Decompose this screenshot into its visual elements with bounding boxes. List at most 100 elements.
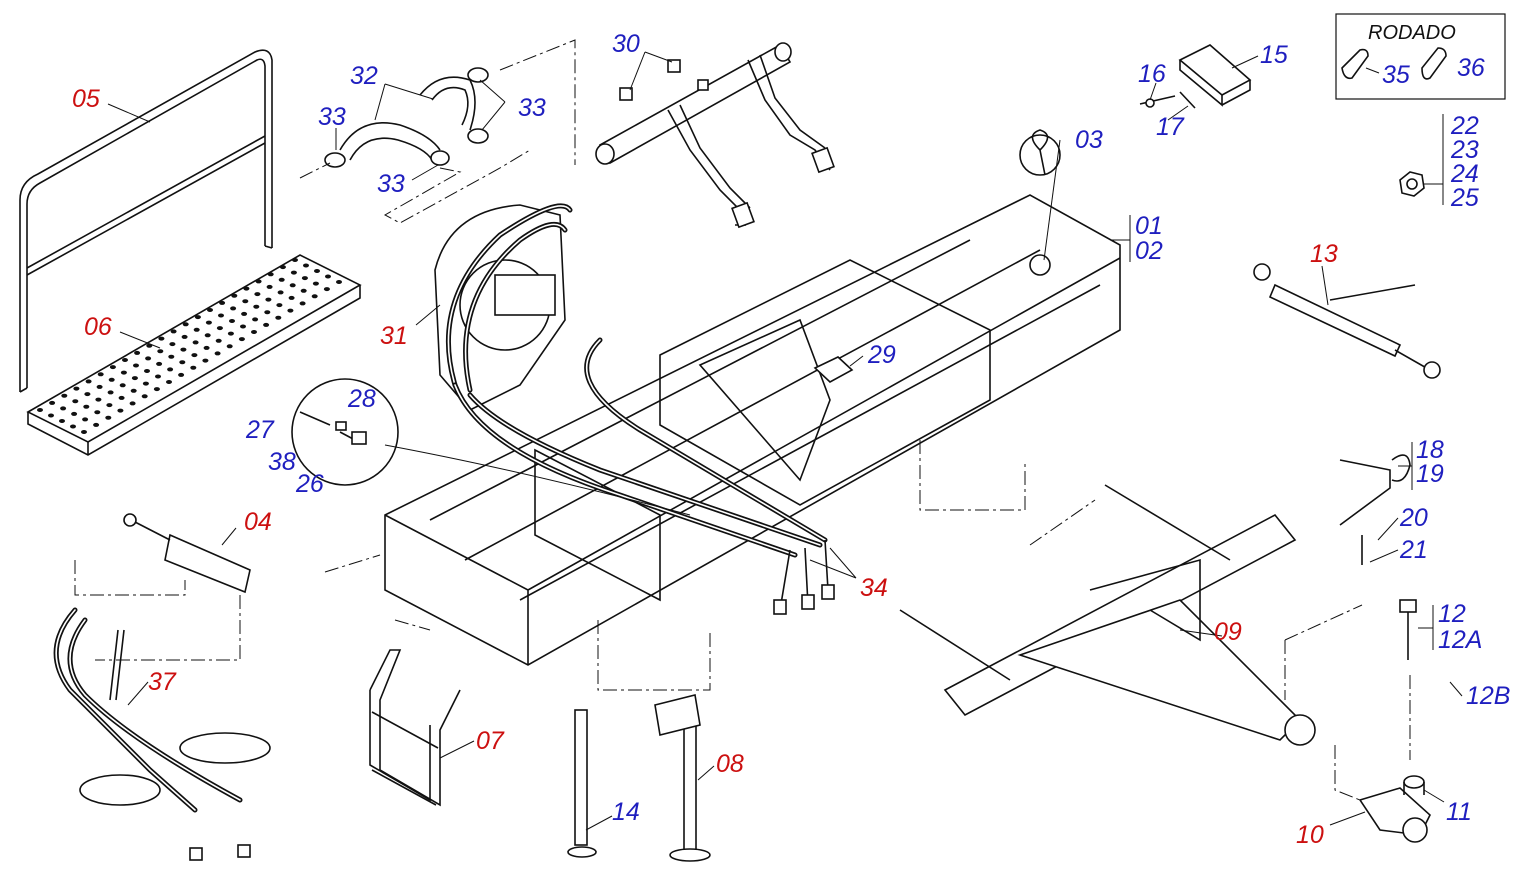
label-27: 27 [245, 416, 275, 444]
nut-part [1399, 171, 1425, 197]
step-hole [118, 395, 125, 400]
step-hole [276, 303, 283, 308]
label-33-left: 33 [318, 103, 346, 131]
step-hole [81, 430, 87, 434]
step-hole [153, 387, 160, 392]
label-18: 18 [1416, 436, 1444, 464]
label-29: 29 [867, 341, 896, 369]
step-hole [231, 293, 238, 298]
step-hole [205, 320, 212, 325]
step-hole [37, 408, 43, 412]
step-hole [251, 330, 257, 334]
step-hole [49, 400, 56, 405]
step-hole [243, 286, 250, 291]
step-hole [192, 340, 199, 345]
label-38: 38 [268, 448, 296, 476]
label-13: 13 [1310, 240, 1338, 268]
step-hole [289, 283, 296, 288]
pin-holder [1339, 454, 1411, 565]
step-hole [194, 315, 201, 320]
step-hole [60, 406, 67, 411]
step-hole [226, 344, 233, 349]
label-16: 16 [1138, 60, 1166, 88]
step-hole [156, 361, 163, 366]
step-hole [203, 345, 210, 350]
step-hole [193, 327, 200, 332]
label-07: 07 [476, 727, 505, 755]
label-25: 25 [1450, 184, 1479, 212]
step-hole [279, 265, 286, 270]
step-hole [141, 394, 148, 399]
label-33-bottom: 33 [377, 170, 405, 198]
hose-reel-31 [434, 203, 835, 615]
step-hole [290, 270, 297, 275]
leader-lines [107, 51, 1463, 831]
step-hole [85, 379, 92, 384]
flex-hose-part [299, 39, 576, 224]
label-30: 30 [612, 30, 640, 58]
hitch-10 [1334, 745, 1431, 843]
step-hole [72, 399, 79, 404]
step-hole [107, 390, 114, 395]
step-hole [215, 338, 222, 343]
label-24: 24 [1450, 160, 1479, 188]
step-hole [202, 358, 209, 363]
step-hole [263, 322, 270, 327]
step-hole [106, 403, 113, 408]
step-hole [241, 311, 248, 316]
drawbar-09 [899, 440, 1316, 746]
step-hole [301, 276, 308, 281]
step-hole [191, 353, 198, 358]
inset-title: RODADO [1368, 22, 1456, 44]
bracket-part [1139, 44, 1252, 109]
jack-stand-08 [597, 620, 711, 862]
label-08: 08 [716, 750, 744, 778]
label-14: 14 [612, 798, 640, 826]
step-hole [277, 290, 284, 295]
step-hole [83, 404, 90, 409]
step-holes [37, 258, 342, 434]
label-33-right: 33 [518, 94, 546, 122]
label-34: 34 [860, 574, 888, 602]
step-hole [266, 284, 273, 289]
label-10: 10 [1296, 821, 1324, 849]
step-hole [155, 374, 161, 379]
pole-14 [567, 709, 597, 858]
step-hole [207, 308, 213, 312]
step-hole [93, 422, 100, 427]
step-hole [267, 272, 274, 277]
step-hole [96, 384, 103, 389]
label-12: 12 [1438, 600, 1466, 628]
hydraulic-cylinder-13 [1253, 263, 1441, 379]
cylinder-04 [74, 513, 251, 661]
step-hole [59, 419, 65, 423]
step-hole [84, 392, 91, 397]
step-hole [218, 313, 224, 318]
step-hole [119, 383, 126, 388]
callout-labels: 05 06 32 33 33 33 30 16 15 17 35 36 22 2… [72, 30, 1510, 849]
label-23: 23 [1450, 136, 1479, 164]
step-hole [292, 258, 298, 262]
rodado-inset: RODADO [1335, 13, 1506, 100]
step-hole [97, 372, 104, 377]
step-hole [312, 281, 319, 286]
label-04: 04 [244, 508, 272, 536]
step-hole [255, 279, 262, 284]
label-17: 17 [1156, 113, 1185, 141]
step-hole [129, 401, 136, 406]
step-hole [214, 351, 221, 356]
step-hole [254, 292, 261, 297]
step-hole [216, 326, 223, 331]
step-hole [94, 410, 101, 415]
perforated-step-part [26, 254, 362, 456]
hose-set-37 [53, 607, 271, 861]
step-hole [229, 319, 235, 323]
step-hole [300, 288, 307, 293]
label-01: 01 [1135, 212, 1163, 240]
label-21: 21 [1399, 536, 1428, 564]
step-hole [71, 411, 78, 416]
step-hole [169, 342, 176, 347]
step-hole [275, 315, 282, 320]
